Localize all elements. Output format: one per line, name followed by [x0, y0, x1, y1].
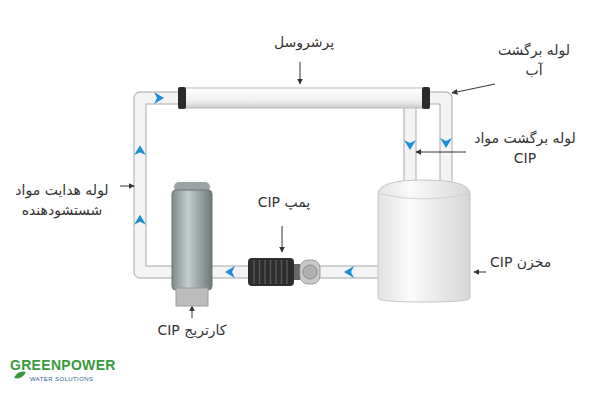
cip-tank: مخزن CIP [378, 180, 470, 302]
pipe-connector [320, 266, 378, 278]
callout-label: کارتریج CIP [157, 320, 226, 340]
pipe-connector [134, 92, 178, 272]
cip-cartridge: کارتریج CIP [172, 182, 212, 306]
pipe-label: لوله برگشت مواد CIP [470, 128, 580, 169]
leader-line [474, 272, 486, 273]
pressure-vessel-shape [178, 88, 430, 108]
cip-tank-shape [378, 180, 470, 302]
cip-pump-shape [248, 256, 320, 288]
callout-label: مخزن CIP [490, 252, 551, 272]
logo-tagline: WATER SOLUTIONS [30, 376, 93, 382]
pipe-label: لوله برگشت آب [497, 40, 571, 81]
callout-label: پرشروسل [274, 32, 334, 52]
cip-pump: پمپ CIP [248, 256, 320, 288]
leader-line [416, 152, 466, 153]
pipe-connector [404, 108, 416, 182]
pipe-label: لوله هدایت مواد شستشودهنده [4, 180, 120, 221]
logo-text: GREENPOWER [10, 357, 116, 373]
cip-cartridge-shape [172, 182, 212, 306]
callout-label: پمپ CIP [258, 192, 311, 212]
pipe-connector [212, 266, 248, 278]
pipe-connector [430, 98, 452, 188]
leader-line [452, 84, 495, 93]
leader-line [192, 306, 193, 318]
leader-line [120, 186, 134, 187]
leader-line [300, 62, 301, 84]
pressure-vessel: پرشروسل [178, 88, 430, 108]
leader-line [282, 226, 283, 252]
